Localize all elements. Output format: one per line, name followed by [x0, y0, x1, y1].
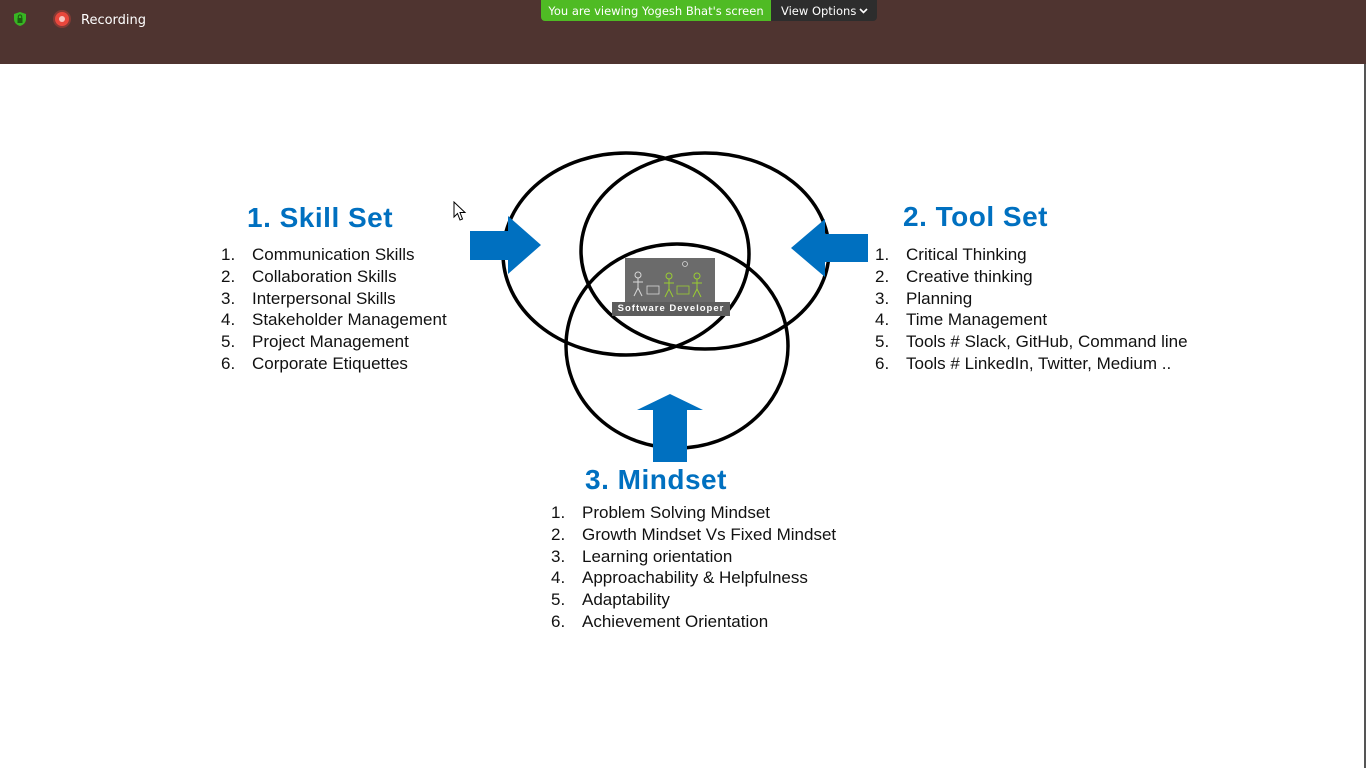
list-item: 4. Stakeholder Management [221, 309, 447, 331]
list-text: Learning orientation [582, 546, 733, 566]
list-item: 5. Tools # Slack, GitHub, Command line [875, 331, 1188, 353]
arrow-left-shape [791, 219, 868, 277]
list-text: Collaboration Skills [252, 266, 397, 286]
list-item: 3. Learning orientation [551, 546, 836, 568]
list-text: Approachability & Helpfulness [582, 568, 808, 588]
list-number: 6. [875, 353, 890, 373]
list-number: 3. [875, 288, 890, 308]
list-item: 1. Communication Skills [221, 244, 447, 266]
arrow-right-shape [470, 216, 541, 274]
screen-share-banner: You are viewing Yogesh Bhat's screen [541, 0, 771, 21]
list-text: Project Management [252, 332, 409, 352]
list-number: 6. [551, 611, 566, 631]
list-number: 2. [551, 524, 566, 544]
list-number: 6. [221, 353, 236, 373]
arrow-up-shape [637, 394, 703, 462]
list-number: 1. [221, 245, 236, 264]
list-number: 5. [551, 590, 566, 610]
list-item: 1. Critical Thinking [875, 244, 1188, 266]
recording-icon[interactable] [55, 12, 69, 26]
list-item: 5. Adaptability [551, 589, 836, 611]
list-number: 4. [551, 568, 566, 588]
list-text: Problem Solving Mindset [582, 503, 771, 522]
list-number: 4. [221, 310, 236, 330]
list-item: 1. Problem Solving Mindset [551, 502, 836, 524]
list-item: 2. Growth Mindset Vs Fixed Mindset [551, 524, 836, 546]
list-text: Critical Thinking [906, 245, 1027, 264]
venn-circle-tool-set [579, 151, 831, 351]
list-item: 2. Collaboration Skills [221, 266, 447, 288]
list-item: 6. Corporate Etiquettes [221, 353, 447, 375]
tool-set-heading: 2. Tool Set [903, 201, 1048, 232]
list-text: Planning [906, 288, 973, 308]
list-item: 2. Creative thinking [875, 266, 1188, 288]
view-options-button[interactable]: View Options [771, 0, 877, 21]
list-text: Interpersonal Skills [252, 288, 396, 308]
list-number: 2. [221, 266, 236, 286]
list-text: Tools # Slack, GitHub, Command line [906, 332, 1188, 352]
list-text: Growth Mindset Vs Fixed Mindset [582, 524, 837, 544]
list-number: 5. [221, 332, 236, 352]
list-item: 4. Approachability & Helpfulness [551, 567, 836, 589]
list-text: Tools # LinkedIn, Twitter, Medium .. [906, 353, 1172, 373]
list-number: 2. [875, 266, 890, 286]
list-item: 3. Interpersonal Skills [221, 288, 447, 310]
list-item: 3. Planning [875, 288, 1188, 310]
mouse-cursor-icon [453, 201, 467, 221]
list-text: Communication Skills [252, 245, 415, 264]
list-number: 3. [221, 288, 236, 308]
recording-label[interactable]: Recording [81, 13, 147, 28]
list-text: Corporate Etiquettes [252, 353, 408, 373]
list-item: 4. Time Management [875, 309, 1188, 331]
list-text: Creative thinking [906, 266, 1033, 286]
skill-set-list: 1. Communication Skills 2. Collaboration S… [221, 244, 447, 375]
list-number: 4. [875, 310, 890, 330]
list-number: 1. [875, 245, 890, 264]
mindset-list: 1. Problem Solving Mindset 2. Growth Minds… [551, 502, 836, 633]
developers-illustration [625, 258, 715, 303]
tool-set-list: 1.Critical Thinking 2.Creative thinking … [875, 244, 1188, 375]
skill-set-heading: 1. Skill Set [247, 202, 394, 233]
shared-screen-edge [1364, 64, 1366, 768]
list-number: 5. [875, 332, 890, 352]
view-options-label: View Options [781, 4, 857, 18]
software-developer-caption: Software Developer [612, 302, 730, 316]
list-number: 3. [551, 546, 566, 566]
list-text: Stakeholder Management [252, 310, 447, 330]
list-item: 5. Project Management [221, 331, 447, 353]
list-number: 1. [551, 503, 566, 522]
mindset-heading: 3. Mindset [585, 464, 727, 495]
list-item: 6. Tools # LinkedIn, Twitter, Medium .. [875, 353, 1188, 375]
software-developer-image: Software Developer [612, 258, 730, 316]
chevron-down-icon [859, 8, 868, 14]
list-item: 6. Achievement Orientation [551, 611, 836, 633]
list-text: Achievement Orientation [582, 611, 769, 631]
list-text: Time Management [906, 310, 1048, 330]
list-text: Adaptability [582, 590, 670, 610]
encryption-shield-icon[interactable] [13, 11, 27, 27]
